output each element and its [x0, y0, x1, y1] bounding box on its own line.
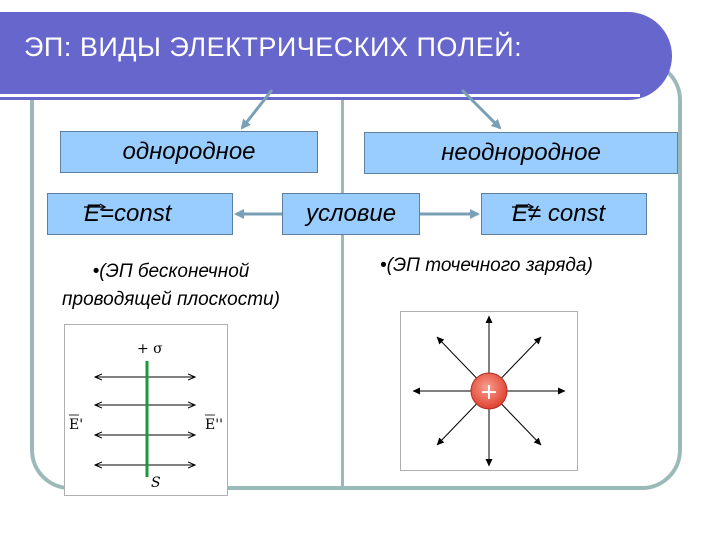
- slide-title: ЭП: ВИДЫ ЭЛЕКТРИЧЕСКИХ ПОЛЕЙ:: [24, 32, 523, 62]
- title-underline: [0, 94, 640, 97]
- inhomogeneous-box: неоднородное: [364, 132, 678, 174]
- e-const-formula: E=const: [84, 200, 171, 228]
- surface-label: S: [151, 475, 161, 491]
- note-left-line1: •(ЭП бесконечной: [92, 261, 250, 282]
- point-charge: [470, 372, 508, 410]
- note-left-line2: проводящей плоскости): [62, 289, 280, 310]
- note-infinite-plane: •(ЭП бесконечной проводящей плоскости): [36, 258, 306, 314]
- vector-arrow-icon: [84, 203, 106, 211]
- e-const-box: E=const: [47, 193, 233, 235]
- e-right-label: E'': [205, 417, 223, 433]
- field-lines: [95, 377, 195, 465]
- homogeneous-box: однородное: [60, 131, 318, 173]
- point-charge-figure: +: [400, 311, 578, 471]
- e-left-label: E': [69, 417, 83, 433]
- note-point-charge: •(ЭП точечного заряда): [380, 255, 593, 276]
- center-divider: [341, 100, 344, 490]
- sigma-label: + σ: [137, 341, 163, 357]
- vector-arrow-icon: [512, 203, 534, 211]
- e-not-const-formula: E≠ const: [512, 200, 605, 228]
- e-not-const-box: E≠ const: [481, 193, 647, 235]
- condition-box: условие: [282, 193, 420, 235]
- plane-field-figure: + σ E' E'' S: [64, 324, 228, 496]
- title-bar: [0, 12, 672, 100]
- charge-sign: +: [480, 380, 498, 405]
- e-const-text: E=const: [84, 200, 172, 227]
- e-not-const-text: E≠ const: [512, 200, 606, 227]
